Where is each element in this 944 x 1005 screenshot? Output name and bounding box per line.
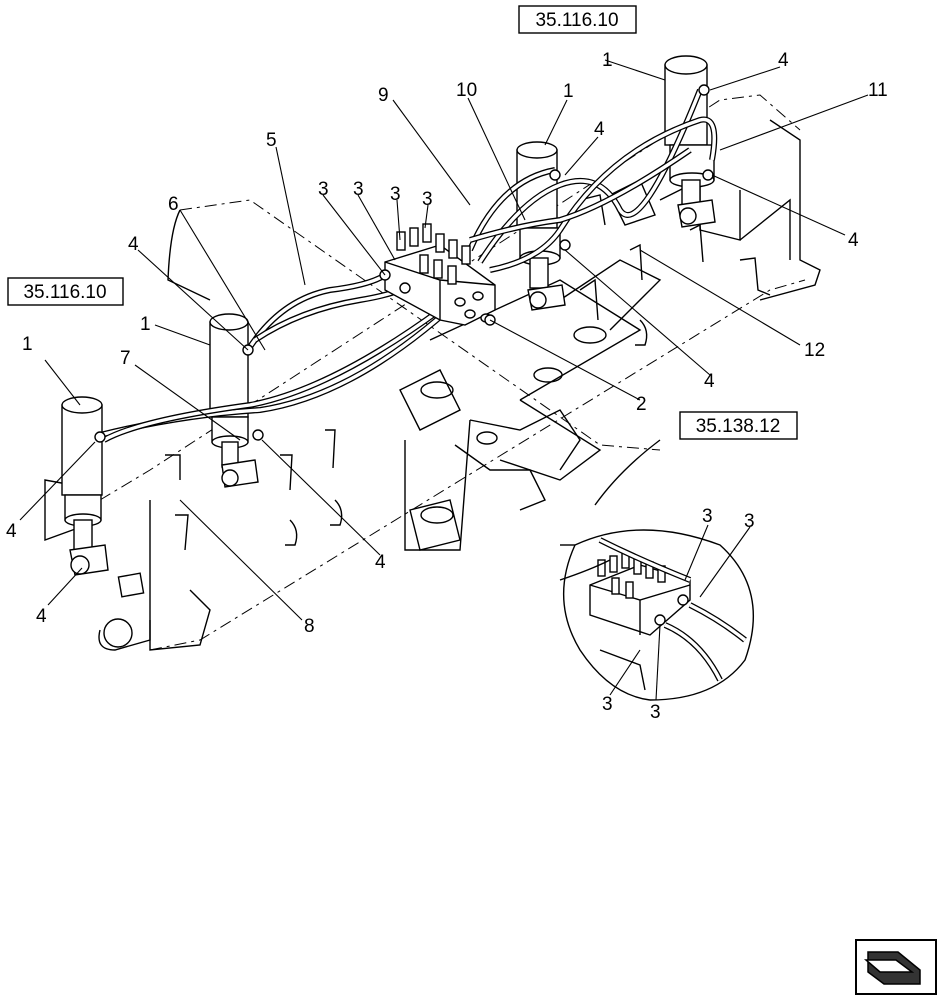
callouts: 1 1 1 1 2 3 3 3 3 3 3 3 3 4 4 4 4 4 4 4 … <box>6 50 888 723</box>
callout-9: 9 <box>378 85 389 106</box>
callout-1-top: 1 <box>602 50 613 71</box>
ref-box-detail[interactable]: 35.138.12 <box>679 411 798 440</box>
callout-4-left-top: 4 <box>128 234 139 255</box>
fittings <box>94 84 714 443</box>
hoses <box>99 88 718 443</box>
callout-4-left-low: 4 <box>375 552 386 573</box>
callout-11: 11 <box>868 80 888 101</box>
callout-3-detail-b: 3 <box>744 511 755 532</box>
callout-8: 8 <box>304 616 315 637</box>
callout-3-a: 3 <box>318 179 329 200</box>
callout-1-left: 1 <box>140 314 151 335</box>
cylinder-far-left <box>61 396 109 576</box>
callout-4-mid: 4 <box>594 119 605 140</box>
callout-3-d: 3 <box>422 189 433 210</box>
leader-lines <box>19 59 869 701</box>
ref-label-detail: 35.138.12 <box>696 416 781 437</box>
callout-7: 7 <box>120 348 131 369</box>
ref-box-top[interactable]: 35.116.10 <box>518 5 637 34</box>
callout-12: 12 <box>804 340 825 361</box>
callout-2: 2 <box>636 394 647 415</box>
cylinder-top <box>664 55 716 228</box>
callout-3-detail-d: 3 <box>650 702 661 723</box>
callout-4-far-left: 4 <box>6 521 17 542</box>
callout-4-far-left-low: 4 <box>36 606 47 627</box>
detail-view <box>559 439 755 701</box>
callout-4-center: 4 <box>704 371 715 392</box>
callout-3-detail-c: 3 <box>602 694 613 715</box>
ref-label-left: 35.116.10 <box>23 282 106 303</box>
callout-3-detail-a: 3 <box>702 506 713 527</box>
callout-6: 6 <box>168 194 179 215</box>
ref-label-top: 35.116.10 <box>535 10 618 31</box>
callout-1-mid: 1 <box>563 81 574 102</box>
next-page-arrow-icon[interactable] <box>855 939 937 995</box>
cylinder-left <box>209 313 259 488</box>
callout-4-top: 4 <box>778 50 789 71</box>
callout-4-right: 4 <box>848 230 859 251</box>
callout-1-far-left: 1 <box>22 334 33 355</box>
ref-box-left[interactable]: 35.116.10 <box>7 277 124 306</box>
callout-3-b: 3 <box>353 179 364 200</box>
callout-3-c: 3 <box>390 184 401 205</box>
callout-10: 10 <box>456 80 477 101</box>
frame-outline <box>44 94 821 651</box>
callout-5: 5 <box>266 130 277 151</box>
